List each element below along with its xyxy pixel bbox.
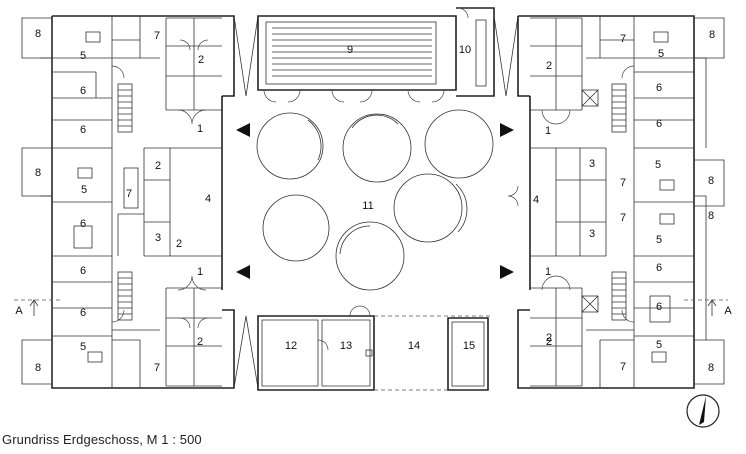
- room-label: 5: [656, 234, 662, 246]
- section-marker-left: A: [14, 299, 60, 317]
- room-label: 7: [620, 177, 626, 189]
- room-label: 2: [197, 336, 203, 348]
- room-label: 6: [80, 85, 86, 97]
- room-label: 2: [546, 60, 552, 72]
- room-labels: 8 5 7 2 9 10 7 2 5 8 6 6 6 6 1 1 8 5 7 2…: [35, 28, 715, 374]
- room-label: 5: [658, 48, 664, 60]
- room-label: 1: [545, 266, 551, 278]
- room-label: 3: [589, 158, 595, 170]
- room-label: 15: [463, 340, 475, 352]
- stair-right-bottom: [611, 271, 627, 321]
- room-label: 2: [546, 336, 552, 348]
- room-label: 7: [126, 188, 132, 200]
- room-label: 6: [80, 218, 86, 230]
- room-label: 7: [620, 212, 626, 224]
- room-label: 6: [656, 118, 662, 130]
- left-wing: [21, 15, 235, 389]
- service-rooms: [257, 305, 490, 391]
- room-label: 6: [656, 82, 662, 94]
- room-label: 7: [154, 30, 160, 42]
- room-label: 9: [347, 44, 353, 56]
- room-label: 7: [620, 361, 626, 373]
- room-label: 8: [709, 29, 715, 41]
- plan-caption: Grundriss Erdgeschoss, M 1 : 500: [2, 432, 202, 447]
- entrance-arrow-sw: [236, 265, 250, 279]
- courtyard-11: [236, 109, 514, 291]
- room-label: 2: [198, 54, 204, 66]
- room-label: 8: [708, 175, 714, 187]
- entrance-arrow-se: [500, 265, 514, 279]
- north-arrow-icon: [686, 394, 720, 428]
- room-label: 10: [459, 44, 471, 56]
- room-label: 5: [656, 339, 662, 351]
- section-marker-right: A: [684, 299, 732, 317]
- room-label: 8: [708, 210, 714, 222]
- section-label-left: A: [15, 305, 23, 317]
- right-wing: [507, 15, 725, 389]
- room-label: 8: [35, 362, 41, 374]
- room-label: 11: [362, 200, 373, 212]
- room-label: 3: [589, 228, 595, 240]
- stair-left-bottom: [117, 271, 133, 321]
- room-label: 6: [656, 301, 662, 313]
- room-label: 7: [154, 362, 160, 374]
- room-label: 4: [533, 194, 539, 206]
- room-label: 2: [176, 238, 182, 250]
- room-label: 8: [35, 28, 41, 40]
- room-label: 5: [80, 50, 86, 62]
- room-label: 2: [546, 332, 552, 344]
- room-label: 6: [80, 124, 86, 136]
- room-label: 1: [545, 125, 551, 137]
- hall-9-10: [257, 7, 495, 103]
- room-label: 3: [155, 232, 161, 244]
- entrance-arrow-nw: [236, 123, 250, 137]
- room-label: 14: [408, 340, 420, 352]
- room-label: 2: [155, 160, 161, 172]
- room-label: 7: [620, 33, 626, 45]
- room-label: 6: [80, 265, 86, 277]
- room-label: 4: [205, 193, 211, 205]
- stair-left-top: [117, 83, 133, 133]
- room-label: 5: [655, 159, 661, 171]
- room-label: 8: [35, 167, 41, 179]
- room-label: 8: [708, 362, 714, 374]
- stair-right-top: [611, 83, 627, 133]
- room-label: 1: [197, 123, 203, 135]
- room-label: 6: [80, 307, 86, 319]
- room-label: 6: [656, 262, 662, 274]
- entrance-arrow-ne: [500, 123, 514, 137]
- room-label: 1: [197, 266, 203, 278]
- room-label: 5: [81, 184, 87, 196]
- room-label: 12: [285, 340, 297, 352]
- room-label: 13: [340, 340, 352, 352]
- room-label: 5: [80, 341, 86, 353]
- section-label-right: A: [724, 305, 732, 317]
